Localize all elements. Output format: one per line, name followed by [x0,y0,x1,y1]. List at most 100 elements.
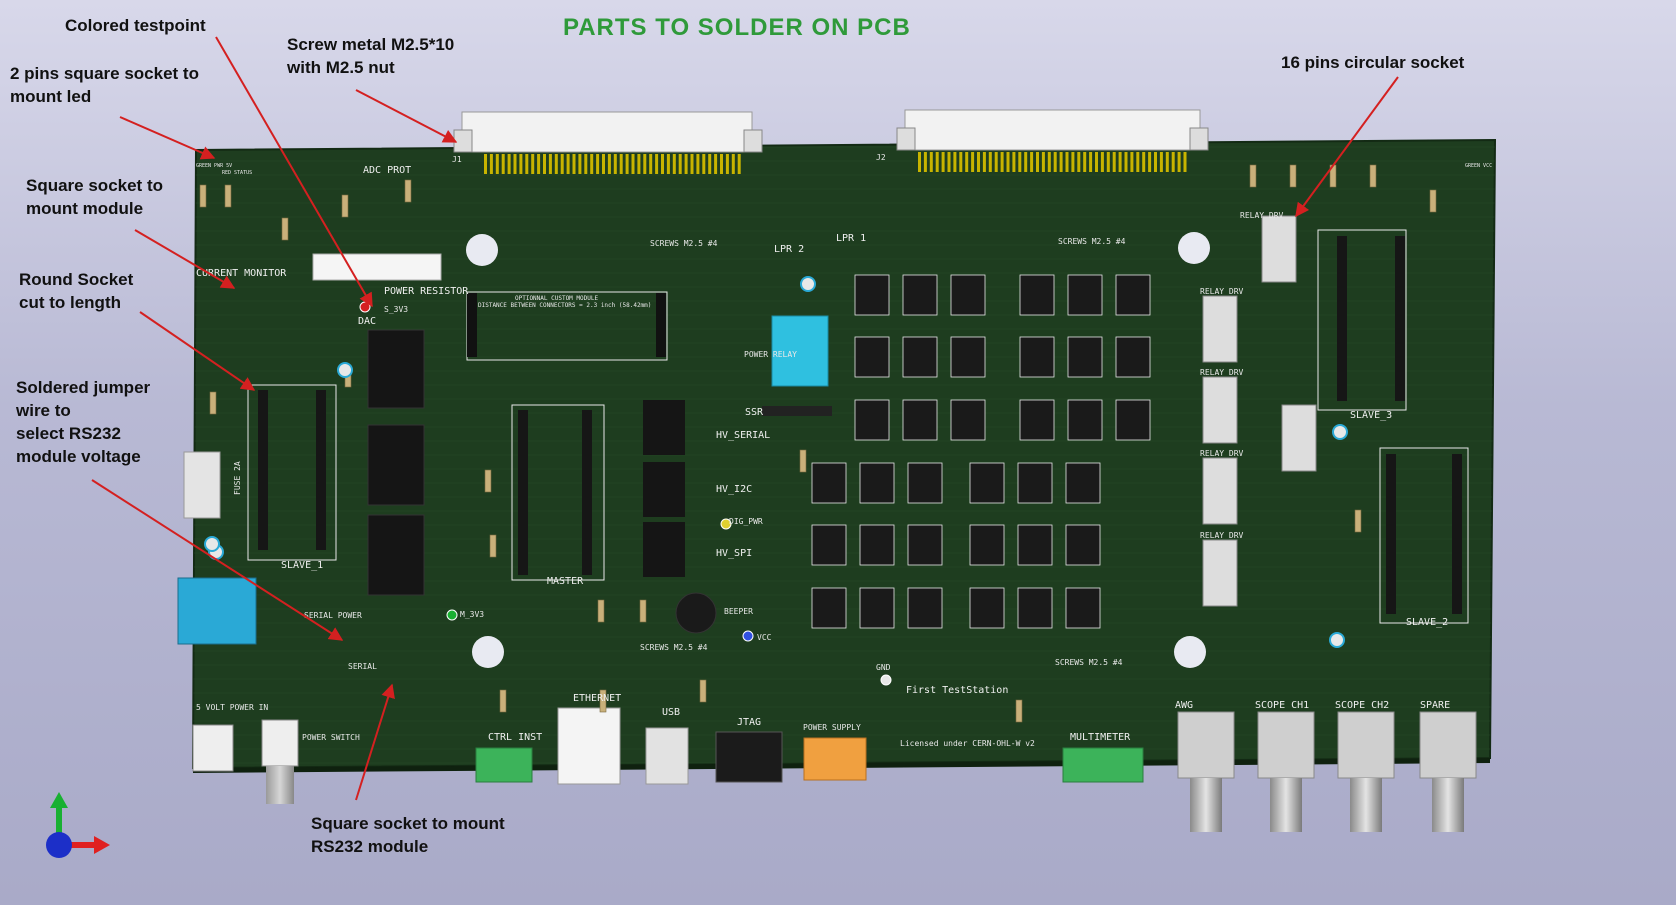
relay-driver-socket [1202,376,1238,444]
testpoint [446,609,458,621]
header-pin [637,154,641,174]
header-pin [625,154,629,174]
header-pin [607,154,611,174]
arrow-screw-metal [355,89,458,143]
silk-fuse: FUSE 2A [233,461,242,495]
relay-socket [969,462,1005,504]
silk-m3v3: M_3V3 [460,610,484,619]
silk-green-vcc: GREEN VCC [1465,163,1492,169]
ssr [762,406,832,416]
capacitor [1332,424,1348,440]
power-supply-terminal [803,737,867,781]
silk-slave2: SLAVE_2 [1406,617,1448,628]
relay-socket [950,274,986,316]
annotation-screw-metal: Screw metal M2.5*10 with M2.5 nut [287,33,454,79]
header-pin [543,154,546,174]
header-pin [1059,152,1063,172]
annotation-round-socket: Round Socket cut to length [19,268,133,314]
connector-j2 [896,109,1209,151]
silk-relay-drv: RELAY DRV [1240,211,1284,220]
annotation-line: Square socket to mount [311,814,505,833]
header-pin [720,154,723,174]
resistor [597,599,605,623]
silk-serial: SERIAL [348,662,377,671]
hv-serial-socket [643,400,685,455]
relay-socket [1115,274,1151,316]
slave3-module [1317,229,1407,411]
buffer-socket [367,514,425,596]
hv-i2c-socket [643,462,685,517]
silk-j2: J2 [876,153,886,162]
annotation-module-socket: Square socket to mount module [26,174,163,220]
header-pin [947,152,951,172]
relay-socket [859,462,895,504]
capacitor [337,362,353,378]
relay-socket [1067,399,1103,441]
silk-vcc: VCC [757,633,772,642]
header-pin [613,154,617,174]
arrow-led-socket [119,116,216,160]
resistor [1289,164,1297,188]
header-pin [708,154,712,174]
silk-hv-serial: HV_SERIAL [716,430,770,441]
header-pin [501,154,505,174]
silk-j1: J1 [452,155,462,164]
relay-socket [902,336,938,378]
header-pin [696,154,700,174]
silk-power-switch: POWER SWITCH [302,733,360,742]
header-pin [590,154,594,174]
relay-socket [1019,336,1055,378]
relay-socket [1067,336,1103,378]
header-pin [566,154,570,174]
relay-socket [969,524,1005,566]
capacitor [800,276,816,292]
annotation-colored-testpoint: Colored testpoint [65,14,206,37]
resistor [341,194,349,218]
header-pin [661,154,664,174]
header-pin [619,154,623,174]
resistor [281,217,289,241]
header-pin [519,154,523,174]
buffer-socket [367,329,425,409]
silk-s3v3: S_3V3 [384,305,408,314]
power-relay [771,315,829,387]
jtag-header [715,731,783,783]
relay-socket [811,524,847,566]
power-resistor [312,253,442,281]
arrow-colored-testpoint [215,36,373,308]
header-pin [988,152,992,172]
relay-socket [907,462,943,504]
header-pin [666,154,670,174]
arrow-circular-socket [1295,76,1399,218]
header-pin [731,154,735,174]
resistor [1369,164,1377,188]
silk-red-status: RED STATUS [222,170,252,176]
header-pin [929,152,933,172]
relay-socket [854,274,890,316]
silk-lpr2: LPR 2 [774,244,804,255]
arrow-rs232-socket [355,683,395,801]
header-pin [489,154,493,174]
silk-hv-spi: HV_SPI [716,548,752,559]
bnc-barrel [1350,778,1382,832]
annotation-line: RS232 module [311,837,429,856]
annotation-line: mount led [10,87,92,106]
silk-relay-drv: RELAY DRV [1200,368,1244,377]
silk-relay-drv: RELAY DRV [1200,449,1244,458]
header-pin [578,154,582,174]
resistor [1249,164,1257,188]
relay-socket [1017,462,1053,504]
silk-adc-prot: ADC PROT [363,165,411,176]
silk-screws: SCREWS M2.5 #4 [1055,658,1123,667]
relay-socket [907,524,943,566]
header-pin [1065,152,1069,172]
annotation-line: Colored testpoint [65,16,206,35]
header-pin [684,154,688,174]
header-pin [977,152,980,172]
relay-socket [1017,587,1053,629]
relay-socket [1065,524,1101,566]
resistor [1354,509,1362,533]
